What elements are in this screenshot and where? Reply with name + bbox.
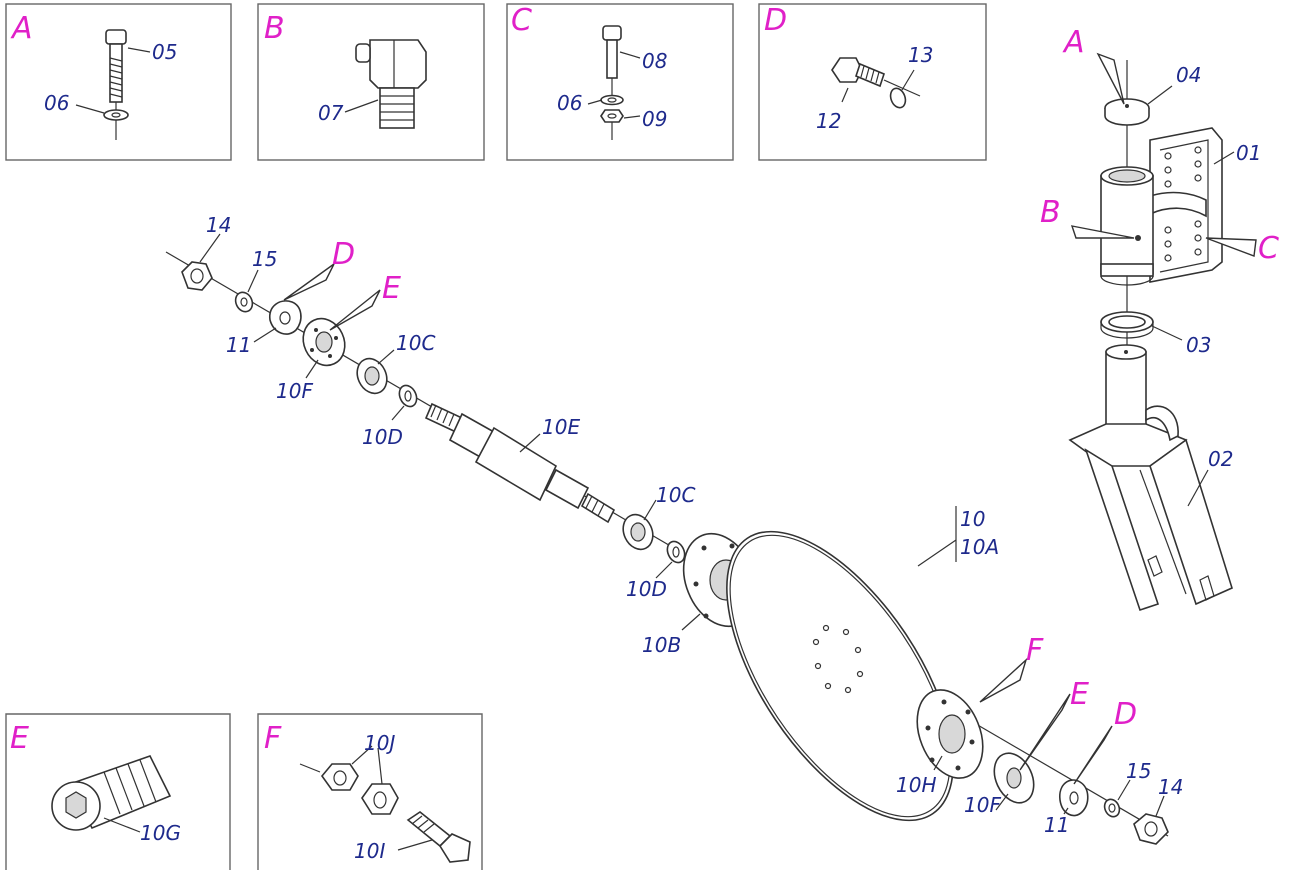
callout-b: B bbox=[1040, 195, 1061, 230]
bolt-05-head bbox=[105, 29, 127, 45]
washer-06 bbox=[103, 109, 129, 121]
label-06c: 06 bbox=[557, 91, 582, 115]
label-10c-upper: 10C bbox=[396, 331, 435, 355]
label-10e: 10E bbox=[542, 415, 580, 439]
label-06: 06 bbox=[44, 91, 69, 115]
detail-box-a: A 05 06 bbox=[5, 3, 232, 161]
label-03: 03 bbox=[1186, 333, 1211, 357]
detail-letter-b: B bbox=[264, 11, 285, 46]
label-15-lower: 15 bbox=[1126, 759, 1151, 783]
label-09: 09 bbox=[642, 107, 667, 131]
washer-06c bbox=[600, 94, 624, 106]
label-10f-upper: 10F bbox=[276, 379, 313, 403]
label-10: 10 bbox=[960, 507, 985, 531]
label-13: 13 bbox=[908, 43, 933, 67]
label-10h: 10H bbox=[896, 773, 937, 797]
nut-10j-2 bbox=[361, 783, 399, 815]
fork-leg-left bbox=[1084, 448, 1160, 612]
grease-fitting-07-body bbox=[369, 39, 427, 89]
washer-13 bbox=[889, 87, 907, 109]
callout-d-upper: D bbox=[332, 237, 355, 272]
arm-assembly: A B C 04 01 03 02 bbox=[1040, 25, 1279, 612]
pointer-a bbox=[1096, 52, 1125, 105]
pointer-b bbox=[1070, 225, 1135, 239]
detail-letter-e: E bbox=[10, 721, 29, 756]
detail-letter-d: D bbox=[764, 3, 787, 38]
detail-box-f: F 10J 10I bbox=[257, 713, 483, 870]
washer-15-lower bbox=[1103, 798, 1121, 818]
detail-box-d: D 12 13 bbox=[758, 3, 987, 161]
detail-letter-f: F bbox=[264, 721, 282, 756]
label-10b: 10B bbox=[642, 633, 681, 657]
label-14-lower: 14 bbox=[1158, 775, 1183, 799]
fork-leg-right bbox=[1149, 438, 1233, 606]
callout-a: A bbox=[1062, 25, 1085, 60]
label-12: 12 bbox=[816, 109, 841, 133]
label-05: 05 bbox=[152, 40, 177, 64]
pointer-e-lower bbox=[1019, 693, 1071, 771]
bolt-08-shank bbox=[606, 39, 618, 79]
label-08: 08 bbox=[642, 49, 667, 73]
nut-14-upper bbox=[181, 261, 213, 291]
label-10d-upper: 10D bbox=[362, 425, 403, 449]
callout-d-lower: D bbox=[1114, 697, 1137, 732]
label-04: 04 bbox=[1176, 63, 1201, 87]
washer-15-upper bbox=[234, 291, 254, 313]
label-14-upper: 14 bbox=[206, 213, 231, 237]
housing-tube bbox=[1100, 175, 1154, 275]
label-10a: 10A bbox=[960, 535, 999, 559]
bolt-10i-head bbox=[438, 833, 471, 863]
pointer-c bbox=[1205, 237, 1257, 257]
label-11-lower: 11 bbox=[1044, 813, 1069, 837]
callout-f: F bbox=[1026, 633, 1044, 668]
spindle-thread-lower bbox=[580, 492, 616, 524]
label-02: 02 bbox=[1208, 447, 1233, 471]
label-10f-lower: 10F bbox=[964, 793, 1001, 817]
lock-plate-11-lower bbox=[1059, 779, 1089, 817]
label-11-upper: 11 bbox=[226, 333, 251, 357]
seal-10d-lower bbox=[666, 540, 686, 564]
label-10c-lower: 10C bbox=[656, 483, 695, 507]
label-10i: 10I bbox=[354, 839, 385, 863]
shaft-assembly: D E F E D 14 15 11 10F 10C 10D 10E 10C 1… bbox=[165, 213, 1183, 845]
nut-10j-1 bbox=[320, 763, 359, 791]
detail-letter-a: A bbox=[10, 11, 33, 46]
nut-09 bbox=[600, 109, 624, 123]
detail-box-b: B 07 bbox=[257, 3, 485, 161]
callout-e-upper: E bbox=[382, 271, 401, 306]
label-01: 01 bbox=[1236, 141, 1261, 165]
label-07: 07 bbox=[318, 101, 344, 125]
pointer-e-upper bbox=[329, 289, 381, 331]
spindle-10e-body bbox=[474, 426, 558, 502]
label-10j: 10J bbox=[364, 731, 395, 755]
detail-letter-c: C bbox=[511, 3, 532, 38]
detail-box-e: E 10G bbox=[5, 713, 231, 870]
pointer-f bbox=[979, 657, 1028, 703]
label-10g: 10G bbox=[140, 821, 181, 845]
lock-plate-11-upper bbox=[269, 300, 302, 335]
pointer-d-upper bbox=[283, 263, 335, 301]
label-10d-lower: 10D bbox=[626, 577, 667, 601]
callout-c: C bbox=[1258, 231, 1279, 266]
nut-14-lower bbox=[1133, 813, 1169, 845]
detail-box-c: C 08 06 09 bbox=[506, 3, 734, 161]
grease-fitting-07-thread bbox=[379, 87, 415, 129]
seal-10d-upper bbox=[398, 384, 418, 408]
disc-blade-10a bbox=[726, 530, 954, 822]
callout-e-lower: E bbox=[1070, 677, 1089, 712]
disc-bolt-holes bbox=[812, 624, 864, 694]
bolt-08-head bbox=[602, 25, 622, 41]
label-15-upper: 15 bbox=[252, 247, 277, 271]
pointer-d-lower bbox=[1073, 725, 1113, 785]
